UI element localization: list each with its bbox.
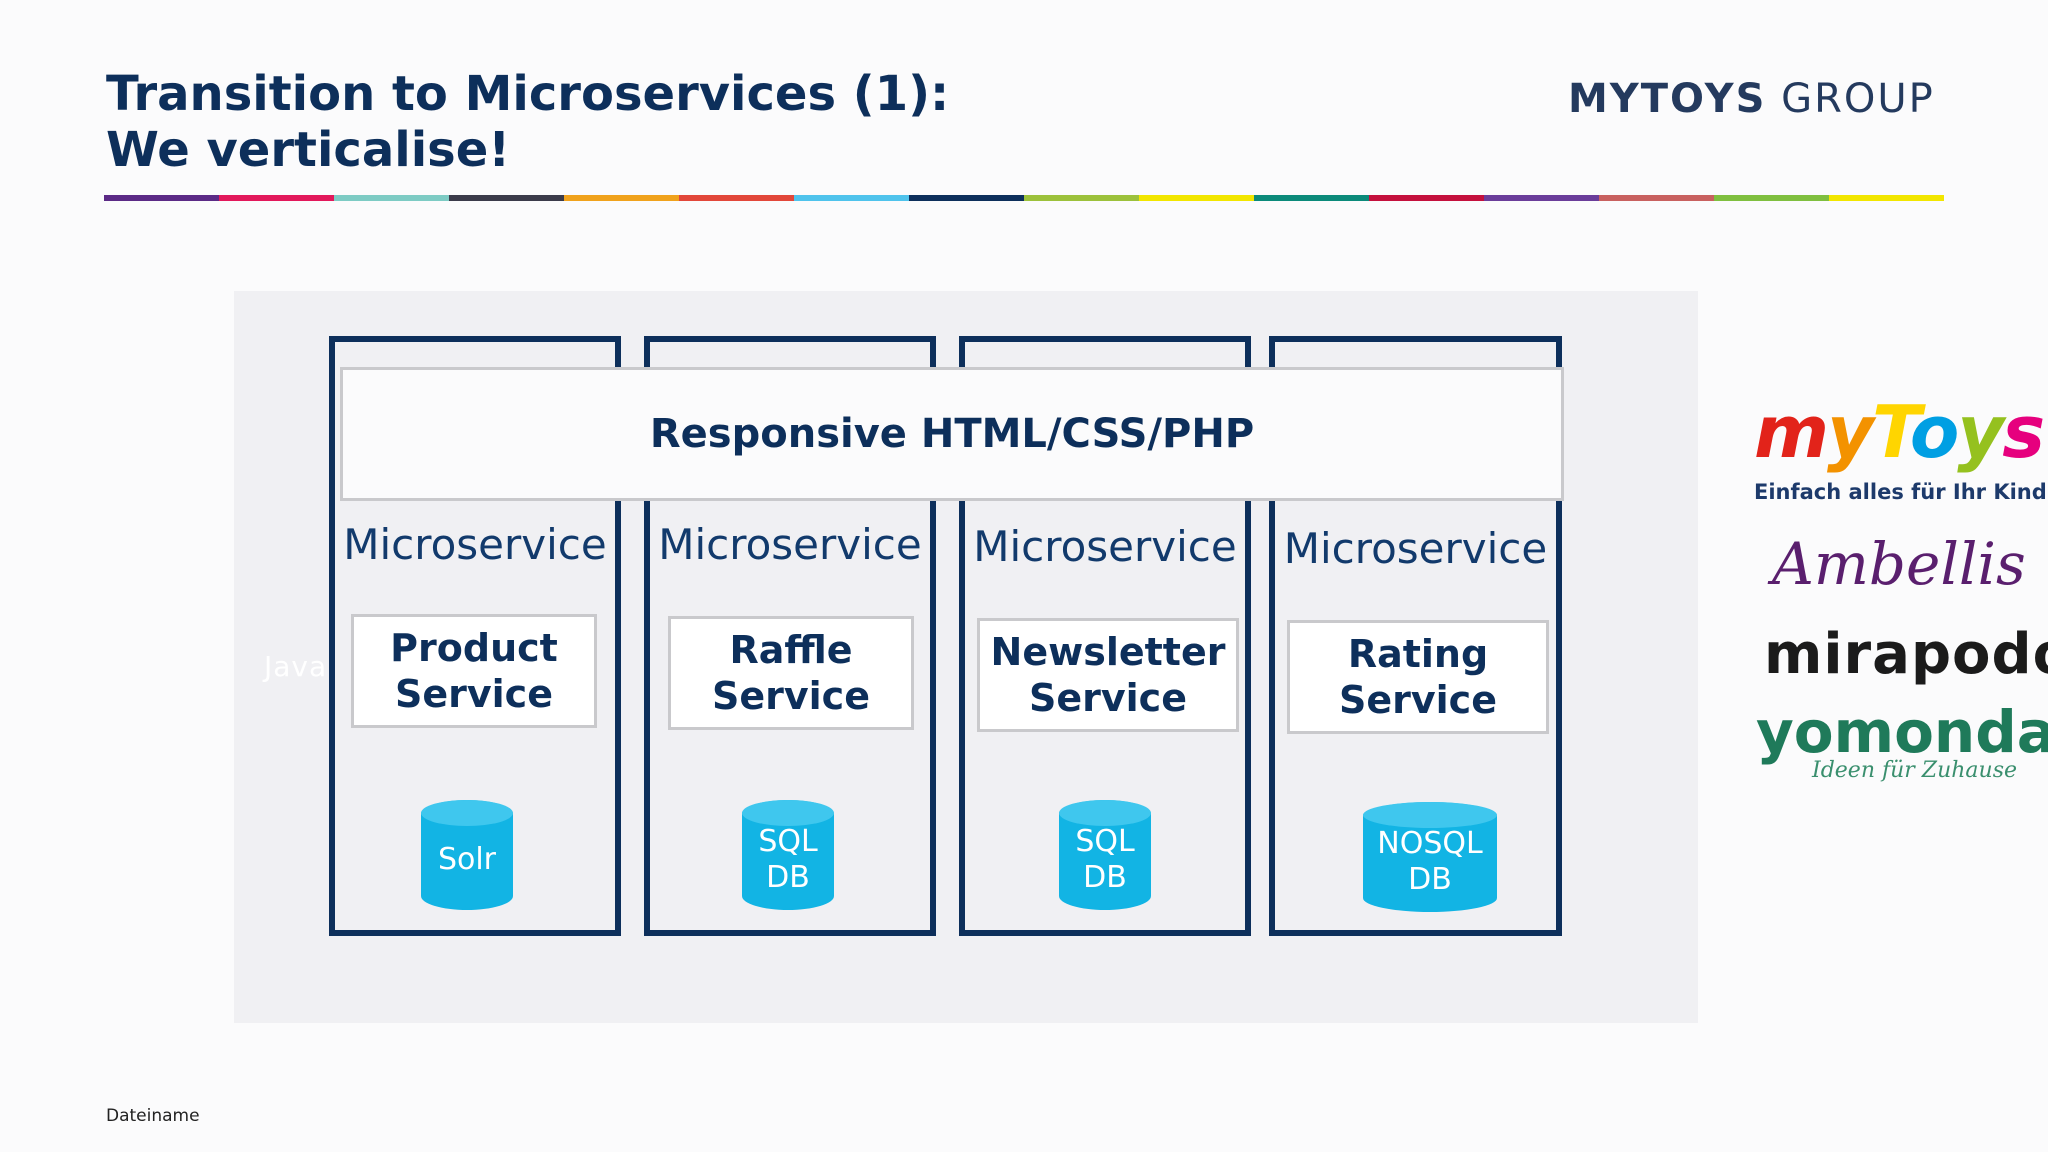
mytoys-logo-letter: o: [1909, 390, 1959, 474]
rule-segment: [449, 195, 564, 201]
yomonda-logo: yomonda: [1756, 698, 2048, 766]
rule-segment: [104, 195, 219, 201]
service-name: Product: [390, 626, 558, 670]
rule-segment: [1139, 195, 1254, 201]
service-suffix: Service: [712, 674, 870, 718]
db-label-line2: DB: [766, 860, 810, 895]
mytoys-tagline: Einfach alles für Ihr Kind: [1754, 480, 2047, 504]
db-label-line1: SQL: [1075, 824, 1135, 859]
db-label-line1: NOSQL: [1377, 826, 1483, 861]
brand-light: GROUP: [1766, 76, 1935, 122]
mytoys-logo-letter: T: [1871, 390, 1912, 474]
mytoys-logo-letter: y: [1957, 390, 2004, 474]
rule-segment: [679, 195, 794, 201]
rule-segment: [1369, 195, 1484, 201]
title-line-1: Transition to Microservices (1):: [106, 66, 950, 122]
footer-filename: Dateiname: [106, 1106, 200, 1126]
mytoys-logo-letter: s: [2002, 390, 2045, 474]
java-label: Java: [264, 650, 328, 683]
mytoys-group-logo: MYTOYS GROUP: [1568, 76, 1935, 122]
microservice-label: Microservice: [1283, 524, 1548, 573]
rule-segment: [1024, 195, 1139, 201]
brand-bold: MYTOYS: [1568, 76, 1767, 122]
db-label-line1: SQL: [758, 824, 818, 859]
rule-segment: [1254, 195, 1369, 201]
microservice-label: Microservice: [973, 522, 1237, 571]
mytoys-logo-letter: y: [1827, 390, 1874, 474]
rule-segment: [334, 195, 449, 201]
rule-segment: [219, 195, 334, 201]
service-suffix: Service: [1029, 676, 1187, 720]
mirapodo-logo: mirapodo: [1764, 622, 2048, 687]
rule-segment: [1829, 195, 1944, 201]
rule-segment: [794, 195, 909, 201]
service-name: Newsletter: [990, 630, 1226, 674]
rule-segment: [1484, 195, 1599, 201]
rule-segment: [909, 195, 1024, 201]
service-suffix: Service: [395, 672, 553, 716]
service-suffix: Service: [1339, 678, 1497, 722]
rule-segment: [1714, 195, 1829, 201]
color-rule: [104, 195, 1944, 201]
title-line-2: We verticalise!: [106, 122, 511, 178]
service-name: Rating: [1347, 632, 1489, 676]
mytoys-logo-letter: m: [1754, 390, 1829, 474]
db-label-line1: Solr: [437, 842, 497, 877]
solr-database-icon: Solr: [421, 800, 513, 910]
yomonda-tagline: Ideen für Zuhause: [1812, 758, 2018, 783]
slide-title: Transition to Microservices (1): We vert…: [106, 66, 949, 178]
db-label-line2: DB: [1408, 862, 1452, 897]
db-label-line2: DB: [1083, 860, 1127, 895]
ambellis-logo: Ambellis: [1772, 530, 2026, 598]
service-name: Raffle: [729, 628, 853, 672]
mytoys-logo: myToys: [1754, 390, 2045, 474]
rule-segment: [564, 195, 679, 201]
microservice-label: Microservice: [658, 520, 922, 569]
microservice-label: Microservice: [343, 520, 607, 569]
frontend-banner: Responsive HTML/CSS/PHP: [340, 367, 1564, 501]
rule-segment: [1599, 195, 1714, 201]
